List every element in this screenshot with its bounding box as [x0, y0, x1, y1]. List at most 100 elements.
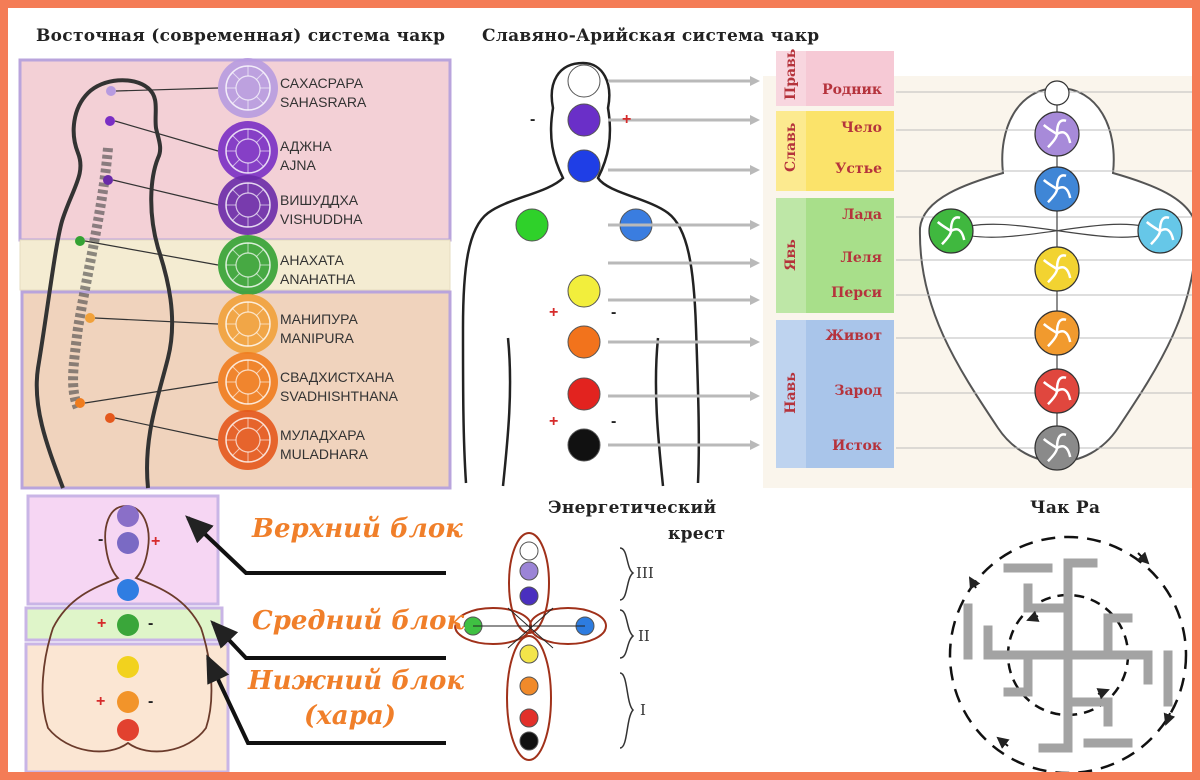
leader-line: [84, 381, 219, 404]
projection-arrowhead: [750, 258, 760, 268]
lower-block-label-line2: (хара): [304, 701, 396, 731]
slavic-swirl-chakra: [1137, 208, 1183, 254]
polarity-minus: -: [148, 693, 154, 710]
swastika-pattern: [963, 558, 1173, 753]
slavic-chakra-dot: [567, 274, 601, 308]
energy-cross: [454, 532, 635, 761]
polarity-plus: +: [96, 693, 106, 710]
slavic-chakra-dot: [567, 325, 601, 359]
chakra-leader-lines: [84, 87, 219, 441]
projection-arrowhead: [750, 165, 760, 175]
chakra-symbol-icon: [218, 235, 278, 295]
eastern-panel: [18, 58, 452, 490]
cross-title-line2: крест: [668, 524, 726, 544]
chakra-name-ru: АНАХАТА: [280, 252, 344, 268]
cross-level-1: I: [640, 701, 646, 719]
world-bands: [776, 51, 1192, 468]
leader-line: [114, 120, 219, 152]
pole-name: Чело: [841, 120, 882, 136]
lower-block-label-line1: Нижний блок: [248, 666, 464, 696]
man-outline: [461, 61, 701, 487]
cross-link-line: [507, 607, 554, 649]
world-band-tab: [776, 198, 806, 313]
brace-ii: [619, 609, 635, 659]
world-band-tab: [776, 111, 806, 191]
chakra-symbol-icon: [218, 294, 278, 354]
polarity-plus: +: [549, 413, 559, 430]
meditation-chakras: [117, 505, 139, 741]
chakra-name-en: MANIPURA: [280, 330, 354, 346]
polarity-minus: -: [148, 615, 154, 632]
slavic-body-chakras-right: [928, 80, 1183, 471]
world-name: Правь: [783, 48, 799, 100]
meditation-figure: [41, 505, 213, 753]
slavic-chakra-dot: [567, 149, 601, 183]
projection-arrowhead: [750, 440, 760, 450]
chakra-name-en: SVADHISHTHANA: [280, 388, 398, 404]
meditation-chakra-dot: [117, 505, 139, 527]
leader-line: [112, 179, 219, 206]
cross-chakra-dot: [519, 676, 539, 696]
brace-iii: [619, 547, 635, 601]
meditation-chakra-dot: [117, 691, 139, 713]
projection-arrowhead: [750, 76, 760, 86]
leader-line: [84, 240, 219, 266]
spine: [68, 147, 113, 410]
slavic-swirl-chakra: [1034, 246, 1080, 292]
polarity-minus: -: [611, 413, 617, 430]
meditation-chakra-dot: [117, 719, 139, 741]
world-band: [776, 111, 894, 191]
middle-block-arrow: [210, 620, 446, 660]
upper-block-label: Верхний блок: [252, 514, 463, 544]
pole-name: Лада: [842, 207, 882, 223]
projection-arrowhead: [750, 220, 760, 230]
meditation-chakra-dot: [117, 614, 139, 636]
cross-lower-loop: [506, 635, 552, 761]
leader-line: [94, 317, 219, 325]
upper-block-arrow: [185, 515, 446, 575]
polarity-minus: -: [98, 531, 104, 548]
leader-line: [114, 417, 219, 441]
slavic-swirl-chakra: [1034, 111, 1080, 157]
cross-level-2: II: [638, 627, 650, 645]
chakra-symbol-icon: [218, 410, 278, 470]
profile-silhouette: [34, 78, 175, 489]
pole-name: Устье: [835, 161, 882, 177]
cross-level-3: III: [636, 564, 654, 582]
chakra-name-ru: СВАДХИСТХАНА: [280, 369, 394, 385]
polarity-plus: +: [97, 615, 107, 632]
slavic-title: Славяно-Арийская система чакр: [482, 26, 820, 46]
slavic-swirl-chakra: [1034, 368, 1080, 414]
middle-block-label: Средний блок: [252, 606, 465, 636]
world-band-tab: [776, 320, 806, 468]
chakra-name-en: AJNA: [280, 157, 316, 173]
slavic-panel: [461, 51, 1192, 488]
slavic-swirl-chakra: [1034, 166, 1080, 212]
chakra-name-ru: АДЖНА: [280, 138, 332, 154]
world-band: [776, 320, 894, 468]
chakra-points: [75, 86, 116, 423]
pole-name: Живот: [825, 328, 883, 344]
chakra-point: [105, 413, 115, 423]
chakra-name-en: SAHASRARA: [280, 94, 367, 110]
chakra-symbols: [218, 58, 278, 470]
chakra-ra-symbol: [948, 535, 1188, 772]
cross-chakra-dot: [519, 731, 539, 751]
meditation-chakra-dot: [117, 656, 139, 678]
slavic-swirl-chakra: [1034, 310, 1080, 356]
cross-chakras: [463, 541, 595, 751]
world-band-tab: [776, 51, 806, 106]
meditation-chakra-dot: [117, 579, 139, 601]
slavic-arrows: [608, 76, 760, 450]
chakra-symbol-icon: [218, 175, 278, 235]
chakra-point: [75, 398, 85, 408]
slavic-chakra-dot: [515, 208, 549, 242]
slavic-chakra-dot: [567, 103, 601, 137]
slavic-chakra-dot: [567, 428, 601, 462]
pole-name: Исток: [832, 438, 882, 454]
chakra-name-en: ANAHATHA: [280, 271, 356, 287]
chakra-name-ru: МУЛАДХАРА: [280, 427, 365, 443]
world-name: Славь: [783, 122, 799, 172]
projection-arrowhead: [750, 337, 760, 347]
